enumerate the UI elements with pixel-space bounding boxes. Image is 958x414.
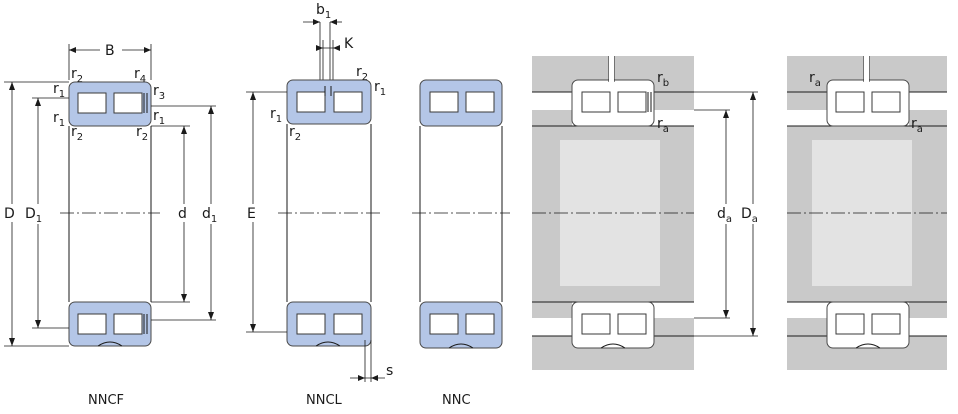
- nncf-r2-bottom-left: r2: [71, 124, 83, 143]
- nncf-r1-mid: r1: [53, 110, 65, 129]
- caption-nnc: NNC: [442, 393, 471, 408]
- nncf-drawing: B D D1: [3, 41, 223, 408]
- nnc-drawing: NNC: [412, 79, 510, 408]
- mounting-diagram-left: da Da rb ra: [532, 56, 766, 370]
- mount-right-ra-top: ra: [809, 70, 821, 89]
- nncl-r2-top: r2: [356, 64, 368, 83]
- mount-left-rb: rb: [657, 70, 669, 89]
- nncl-r1-left: r1: [270, 106, 282, 125]
- nncf-r4: r4: [134, 66, 146, 85]
- dim-D-label: D: [4, 206, 15, 222]
- nncl-r1-top: r1: [374, 79, 386, 98]
- dim-d1-label: d1: [202, 206, 217, 225]
- nncf-r2-top-left: r2: [71, 66, 83, 85]
- dim-K-label: K: [344, 36, 354, 52]
- nncf-r1-right: r1: [153, 108, 165, 127]
- nncf-r2-bottom-right: r2: [136, 124, 148, 143]
- dim-d-label: d: [178, 206, 187, 222]
- dim-B-label: B: [105, 43, 115, 59]
- dim-D1-label: D1: [25, 206, 42, 225]
- caption-nncl: NNCL: [306, 393, 343, 408]
- mount-right-ra: ra: [911, 116, 923, 135]
- caption-nncf: NNCF: [88, 393, 124, 408]
- dim-b1-label: b1: [316, 2, 331, 21]
- dim-Da-label: Da: [741, 206, 758, 225]
- nncl-r2-left: r2: [289, 124, 301, 143]
- dim-E-label: E: [247, 206, 256, 222]
- nncl-drawing: b1 K E s r2: [245, 2, 393, 408]
- dim-s-label: s: [386, 363, 393, 379]
- nncf-r1-top: r1: [53, 81, 65, 100]
- dim-da-label: da: [717, 206, 732, 225]
- mount-left-ra: ra: [657, 116, 669, 135]
- mounting-diagram-right: ra ra: [787, 56, 947, 370]
- nncf-r3: r3: [153, 83, 165, 102]
